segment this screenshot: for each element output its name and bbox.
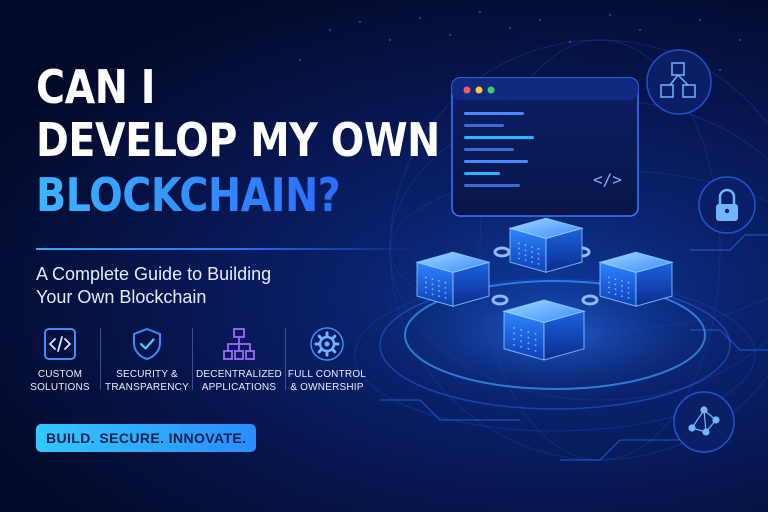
feature-decentralized-applications: DECENTRALIZED APPLICATIONS bbox=[193, 326, 285, 394]
network-hierarchy-icon bbox=[223, 328, 255, 360]
feature-label-line-2: & OWNERSHIP bbox=[290, 382, 364, 393]
feature-security-transparency: SECURITY & TRANSPARENCY bbox=[101, 326, 193, 394]
feature-custom-solutions: CUSTOM SOLUTIONS bbox=[14, 326, 106, 394]
block-cubes bbox=[415, 217, 674, 361]
headline-line-3: BLOCKCHAIN? bbox=[36, 168, 341, 222]
subtitle-line-1: A Complete Guide to Building bbox=[36, 264, 272, 284]
side-badges bbox=[646, 49, 756, 453]
cta-badge: BUILD. SECURE. INNOVATE. bbox=[36, 424, 257, 452]
feature-label-line-2: SOLUTIONS bbox=[30, 382, 90, 393]
headline-line-2: DEVELOP MY OWN bbox=[36, 113, 440, 167]
feature-label-line-1: CUSTOM bbox=[37, 369, 83, 380]
feature-divider bbox=[100, 328, 101, 390]
feature-label-line-2: APPLICATIONS bbox=[201, 382, 277, 393]
feature-full-control-ownership: FULL CONTROL & OWNERSHIP bbox=[281, 326, 373, 394]
feature-divider bbox=[285, 328, 286, 390]
gear-icon bbox=[310, 327, 344, 361]
block-cube bbox=[508, 217, 584, 273]
block-cube bbox=[415, 251, 491, 307]
feature-label-line-1: SECURITY & bbox=[116, 369, 178, 380]
particle-dots bbox=[298, 10, 742, 72]
code-glyph: </> bbox=[593, 170, 622, 189]
feature-label-line-1: DECENTRALIZED bbox=[196, 369, 282, 380]
feature-divider bbox=[192, 328, 193, 390]
subtitle-line-2: Your Own Blockchain bbox=[36, 287, 207, 307]
shield-check-icon bbox=[133, 327, 161, 361]
block-cube bbox=[502, 299, 586, 361]
feature-label-line-1: FULL CONTROL bbox=[287, 369, 367, 380]
feature-label-line-2: TRANSPARENCY bbox=[105, 382, 189, 393]
block-cube bbox=[598, 251, 674, 307]
headline-line-1: CAN I bbox=[36, 60, 156, 114]
title-divider bbox=[36, 248, 416, 250]
code-icon bbox=[44, 328, 76, 360]
code-window: </> bbox=[451, 77, 639, 217]
